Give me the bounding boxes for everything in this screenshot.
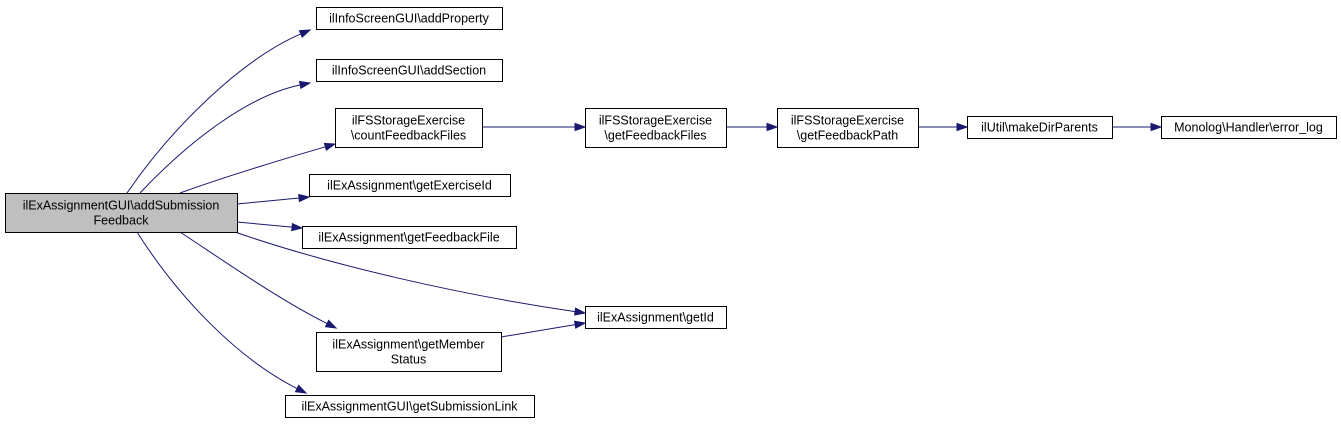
edge-n11-n12 (1112, 122, 1163, 132)
node-label: ilExAssignmentGUI\getSubmissionLink (301, 400, 518, 414)
function-node[interactable]: ilExAssignmentGUI\getSubmissionLink (285, 395, 535, 418)
function-node[interactable]: ilExAssignment\getFeedbackFile (302, 226, 517, 249)
edge-n9-n10-arrowhead (766, 122, 779, 132)
node-label: \countFeedbackFiles (351, 129, 466, 143)
node-label: Status (391, 353, 426, 367)
edge-n0-n4-arrowhead (298, 193, 311, 203)
node-label: ilFSStorageExercise (791, 114, 904, 128)
node-box (309, 174, 511, 197)
graph-edges (126, 29, 1163, 394)
node-label: ilExAssignment\getExerciseId (327, 179, 492, 193)
node-box (967, 116, 1113, 139)
function-node[interactable]: ilFSStorageExercise\countFeedbackFiles (335, 108, 483, 148)
edge-n7-n6-arrowhead (573, 320, 587, 329)
edge-n0-n7 (179, 231, 338, 329)
node-label: ilUtil\makeDirParents (981, 121, 1098, 135)
edge-n0-n1 (126, 29, 312, 194)
node-box (5, 193, 238, 233)
edge-n0-n8-arrowhead (294, 384, 308, 394)
edge-n0-n5-arrowhead (291, 222, 304, 232)
node-label: Feedback (94, 214, 150, 228)
node-label: \getFeedbackPath (797, 129, 899, 143)
edge-n7-n6 (500, 320, 587, 338)
edge-n0-n8 (136, 231, 308, 394)
edge-n0-n2 (139, 80, 312, 194)
node-box (316, 59, 503, 82)
edge-n3-n9 (482, 122, 587, 132)
node-label: ilFSStorageExercise (599, 114, 712, 128)
edge-n0-n6-arrowhead (574, 307, 587, 316)
edge-n0-n1-arrowhead (298, 29, 312, 39)
edge-n0-n2-arrowhead (298, 80, 312, 90)
edge-n0-n1-line (126, 33, 302, 194)
edge-n10-n11-arrowhead (956, 122, 969, 132)
edge-n11-n12-arrowhead (1150, 122, 1163, 132)
node-box (585, 108, 727, 148)
node-box (777, 108, 919, 148)
edge-n3-n9-arrowhead (574, 122, 587, 132)
node-label: ilInfoScreenGUI\addProperty (329, 12, 490, 26)
node-box (335, 108, 483, 148)
edge-n10-n11 (918, 122, 969, 132)
graph-nodes: ilExAssignmentGUI\addSubmissionFeedbacki… (5, 7, 1337, 418)
edge-n0-n6-line (234, 231, 576, 313)
node-box (285, 395, 535, 418)
function-node[interactable]: ilFSStorageExercise\getFeedbackFiles (585, 108, 727, 148)
edge-n0-n3-line (179, 146, 326, 194)
edge-n0-n6 (234, 231, 587, 316)
node-label: ilExAssignment\getMember (332, 338, 484, 352)
function-node[interactable]: ilInfoScreenGUI\addProperty (316, 7, 503, 30)
node-label: ilInfoScreenGUI\addSection (332, 64, 486, 78)
edge-n0-n4-line (236, 197, 300, 205)
node-box (316, 7, 503, 30)
edge-n9-n10 (726, 122, 779, 132)
function-node[interactable]: ilUtil\makeDirParents (967, 116, 1113, 139)
edge-n0-n2-line (139, 84, 301, 194)
node-box (302, 226, 517, 249)
edge-n0-n5-line (236, 221, 293, 228)
function-node[interactable]: ilExAssignment\getId (585, 306, 727, 329)
edge-n0-n3 (179, 142, 337, 194)
node-label: ilExAssignmentGUI\addSubmission (23, 199, 220, 213)
node-label: Monolog\Handler\error_log (1174, 121, 1323, 135)
edge-n0-n7-arrowhead (324, 319, 338, 329)
edge-n0-n7-line (179, 231, 328, 324)
function-node[interactable]: ilInfoScreenGUI\addSection (316, 59, 503, 82)
node-box (316, 332, 502, 372)
function-node[interactable]: Monolog\Handler\error_log (1161, 116, 1337, 139)
node-box (1161, 116, 1337, 139)
node-label: \getFeedbackFiles (604, 129, 706, 143)
node-label: ilFSStorageExercise (352, 114, 465, 128)
function-node[interactable]: ilFSStorageExercise\getFeedbackPath (777, 108, 919, 148)
node-box (585, 306, 727, 329)
edge-n0-n5 (236, 221, 304, 232)
node-label: ilExAssignment\getFeedbackFile (318, 231, 499, 245)
edge-n0-n8-line (136, 231, 298, 389)
function-node[interactable]: ilExAssignment\getExerciseId (309, 174, 511, 197)
edge-n7-n6-line (500, 324, 576, 338)
edge-n0-n3-arrowhead (323, 142, 337, 151)
edge-n0-n4 (236, 193, 311, 205)
node-label: ilExAssignment\getId (597, 311, 714, 325)
